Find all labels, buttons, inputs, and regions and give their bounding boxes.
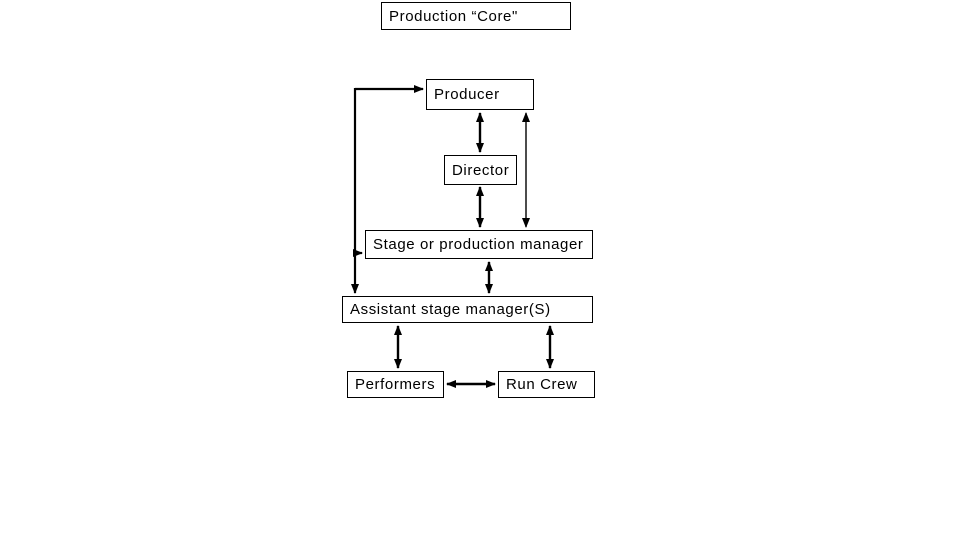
node-director: Director bbox=[444, 155, 517, 185]
node-label: Director bbox=[452, 161, 510, 179]
node-producer: Producer bbox=[426, 79, 534, 110]
node-assistant-stage-manager: Assistant stage manager(S) bbox=[342, 296, 593, 323]
node-label: Performers bbox=[355, 376, 436, 393]
node-label: Stage or production manager bbox=[373, 236, 584, 253]
node-performers: Performers bbox=[347, 371, 444, 398]
node-stage-or-production-manager: Stage or production manager bbox=[365, 230, 593, 259]
node-label: Producer bbox=[434, 86, 500, 103]
node-production-core-title: Production “Core" bbox=[381, 2, 571, 30]
node-run-crew: Run Crew bbox=[498, 371, 595, 398]
node-label: Assistant stage manager(S) bbox=[350, 301, 551, 318]
node-label: Run Crew bbox=[506, 376, 578, 393]
node-label: Production “Core" bbox=[389, 7, 518, 25]
